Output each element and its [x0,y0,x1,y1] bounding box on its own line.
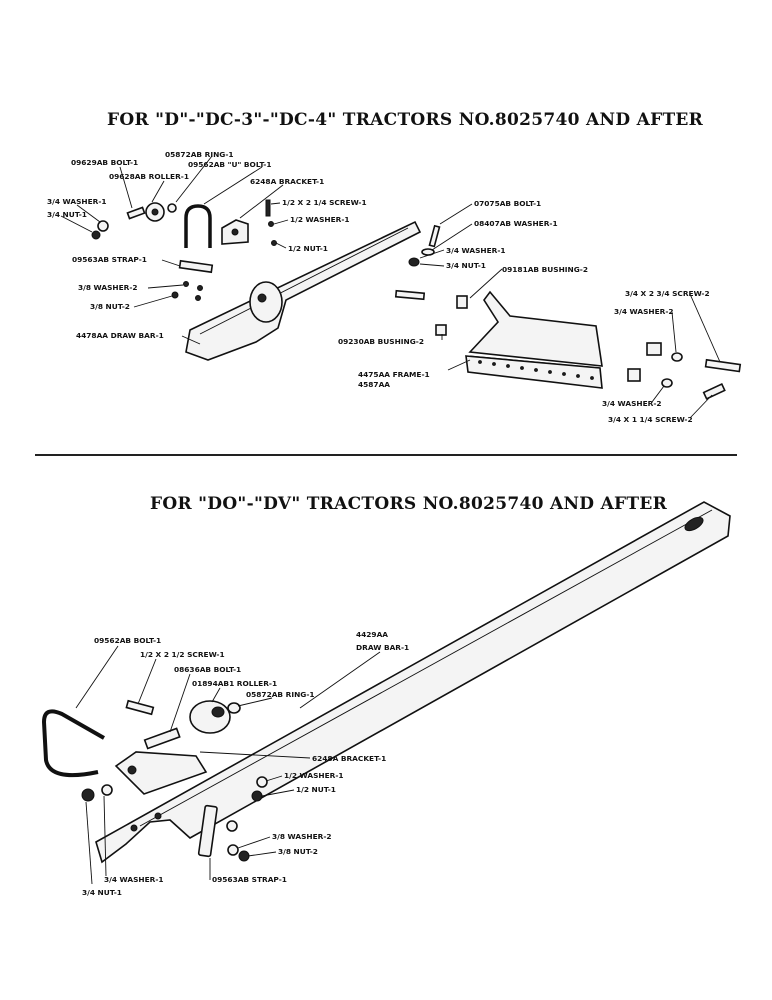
lbl-bottom-drawbar-4429: 4429AA [356,630,388,639]
lbl-top-washer-38: 3/8 WASHER-2 [78,283,138,292]
title-top: FOR "D"-"DC-3"-"DC-4" TRACTORS NO.802574… [107,110,704,130]
lbl-top-bolt-09629: 09629AB BOLT-1 [71,158,138,167]
top-bushing-09230 [435,324,447,336]
lbl-bottom-drawbar: DRAW BAR-1 [356,643,409,652]
section-divider [35,454,737,456]
bottom-bar-slot [684,516,704,532]
top-bolt-07075 [428,224,441,248]
lbl-top-washer-12: 1/2 WASHER-1 [290,215,350,224]
lbl-top-washer-34b: 3/4 WASHER-1 [446,246,506,255]
bottom-u-bolt [41,709,105,778]
top-ring [167,203,177,213]
lbl-top-bracket-6248: 6248A BRACKET-1 [250,177,324,186]
bottom-assembly: 09562AB BOLT-1 1/2 X 2 1/2 SCREW-1 08636… [41,501,731,897]
lbl-bottom-nut-12: 1/2 NUT-1 [296,785,336,794]
top-strap [178,259,214,274]
bottom-draw-bar [95,501,731,864]
top-screw-34x2 [704,358,742,373]
lbl-bottom-nut-38: 3/8 NUT-2 [278,847,318,856]
top-assembly: 09629AB BOLT-1 05872AB RING-1 09628AB RO… [47,150,742,424]
lbl-top-strap-09563: 09563AB STRAP-1 [72,255,147,264]
lbl-top-frame-4475: 4475AA FRAME-1 [358,370,430,379]
lbl-top-screw-34x1: 3/4 X 1 1/4 SCREW-2 [608,415,693,424]
lbl-bottom-bolt-09562: 09562AB BOLT-1 [94,636,161,645]
top-bolt-bushing [394,289,426,301]
lbl-top-drawbar-4478: 4478AA DRAW BAR-1 [76,331,164,340]
title-bottom: FOR "DO"-"DV" TRACTORS NO.8025740 AND AF… [150,494,668,514]
bottom-roller [189,700,231,734]
lbl-top-washer-34-2b: 3/4 WASHER-2 [602,399,662,408]
top-screw-34x1 [702,382,726,400]
top-frame [465,290,603,389]
bottom-bracket [114,751,208,795]
top-bushing-right [646,342,662,356]
lbl-bottom-strap-09563: 09563AB STRAP-1 [212,875,287,884]
lbl-bottom-bracket-6248: 6248A BRACKET-1 [312,754,386,763]
top-draw-bar [185,220,422,361]
lbl-top-ring-05872: 05872AB RING-1 [165,150,234,159]
lbl-top-nut-34b: 3/4 NUT-1 [446,261,486,270]
lbl-top-screw-12x2: 1/2 X 2 1/4 SCREW-1 [282,198,367,207]
top-hitch-block [249,281,283,323]
lbl-top-screw-34x2: 3/4 X 2 3/4 SCREW-2 [625,289,710,298]
bottom-ring [227,702,241,714]
lbl-bottom-roller-01894: 01894AB1 ROLLER-1 [192,679,277,688]
lbl-top-bolt-07075: 07075AB BOLT-1 [474,199,541,208]
lbl-top-nut-12: 1/2 NUT-1 [288,244,328,253]
lbl-bottom-screw-12x2: 1/2 X 2 1/2 SCREW-1 [140,650,225,659]
lbl-bottom-washer-34: 3/4 WASHER-1 [104,875,164,884]
lbl-top-nut-38: 3/8 NUT-2 [90,302,130,311]
bottom-nut-34 [81,788,95,802]
lbl-bottom-bolt-08636: 08636AB BOLT-1 [174,665,241,674]
top-u-bolt [184,204,212,248]
top-bolt [126,206,146,220]
lbl-bottom-washer-38: 3/8 WASHER-2 [272,832,332,841]
lbl-top-roller-09628: 09628AB ROLLER-1 [109,172,189,181]
lbl-top-frame-4587: 4587AA [358,380,390,389]
bottom-bolt-08636 [143,727,181,750]
lbl-top-nut-34: 3/4 NUT-1 [47,210,87,219]
lbl-top-ubolt-09562: 09562AB "U" BOLT-1 [188,160,271,169]
lbl-top-washer-34-2: 3/4 WASHER-2 [614,307,674,316]
lbl-top-bushing-09230: 09230AB BUSHING-2 [338,337,424,346]
top-screw-12 [265,199,271,217]
lbl-bottom-ring-05872: 05872AB RING-1 [246,690,315,699]
lbl-bottom-nut-34: 3/4 NUT-1 [82,888,122,897]
lbl-top-bushing-09181: 09181AB BUSHING-2 [502,265,588,274]
lbl-bottom-washer-12: 1/2 WASHER-1 [284,771,344,780]
bottom-strap [197,804,218,858]
bottom-screw-12x2 [125,699,155,716]
lbl-top-washer-08407: 08407AB WASHER-1 [474,219,558,228]
top-bushing-09181 [456,295,468,309]
lbl-top-washer-34: 3/4 WASHER-1 [47,197,107,206]
